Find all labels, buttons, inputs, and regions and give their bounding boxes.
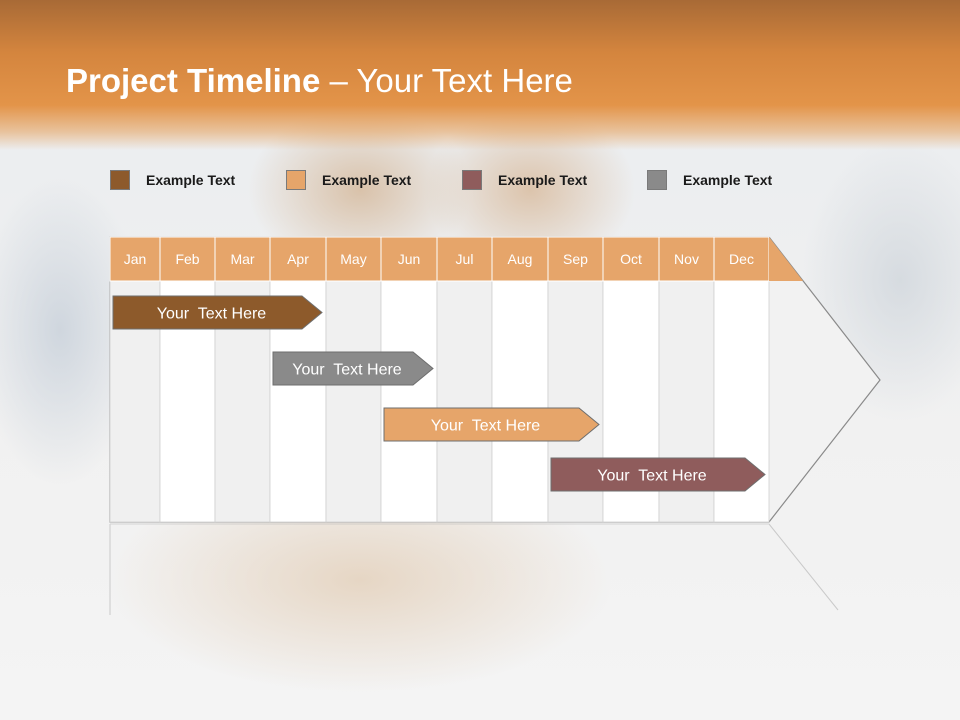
month-header-row: [109, 236, 770, 282]
month-label-apr: Apr: [287, 251, 309, 267]
task-bar-3: [383, 407, 600, 442]
page-title-bold: Project Timeline: [66, 62, 321, 99]
month-header-apr: [269, 236, 327, 282]
month-column-may: [325, 280, 382, 523]
month-labels: Jan Feb Mar Apr May Jun Jul Aug Sep Oct Nov Dec: [124, 251, 754, 267]
month-header-tip: [769, 237, 803, 281]
month-label-may: May: [340, 251, 366, 267]
month-header-sep: [547, 236, 604, 282]
header-band: [0, 0, 960, 150]
task-bar-label-3: Your Text Here: [431, 418, 541, 435]
task-bar-label-1: Your Text Here: [157, 306, 267, 323]
month-label-nov: Nov: [674, 251, 699, 267]
legend-label-2: Example Text: [322, 172, 412, 188]
month-label-jan: Jan: [124, 251, 147, 267]
legend-swatch-3: [462, 170, 482, 190]
month-label-aug: Aug: [508, 251, 533, 267]
month-label-sep: Sep: [563, 251, 588, 267]
legend-swatch-1: [110, 170, 130, 190]
month-header-jan: [109, 236, 161, 282]
month-column-jun: [380, 280, 438, 523]
month-column-aug: [491, 280, 549, 523]
page-title-rest: – Your Text Here: [320, 62, 573, 99]
month-label-feb: Feb: [175, 251, 199, 267]
month-header-aug: [491, 236, 549, 282]
month-header-jun: [380, 236, 438, 282]
task-bar-label-4: Your Text Here: [597, 468, 707, 485]
month-header-oct: [602, 236, 660, 282]
month-label-jun: Jun: [398, 251, 421, 267]
timeline-reflection: [109, 523, 839, 615]
month-header-may: [325, 236, 382, 282]
legend-label-1: Example Text: [146, 172, 236, 188]
legend-label-4: Example Text: [683, 172, 773, 188]
legend-swatch-4: [647, 170, 667, 190]
task-bar-4: [550, 457, 766, 492]
month-header-mar: [214, 236, 271, 282]
task-bar-label-2: Your Text Here: [292, 362, 402, 379]
month-header-nov: [658, 236, 715, 282]
legend-label-3: Example Text: [498, 172, 588, 188]
legend-swatch-2: [286, 170, 306, 190]
task-bar-2: [272, 351, 434, 386]
month-header-feb: [159, 236, 216, 282]
month-label-mar: Mar: [230, 251, 254, 267]
month-label-jul: Jul: [456, 251, 474, 267]
month-label-dec: Dec: [729, 251, 754, 267]
month-column-jul: [436, 280, 493, 523]
task-bar-1: [112, 295, 323, 330]
month-label-oct: Oct: [620, 251, 642, 267]
page-title: Project Timeline – Your Text Here: [66, 62, 573, 100]
month-header-jul: [436, 236, 493, 282]
